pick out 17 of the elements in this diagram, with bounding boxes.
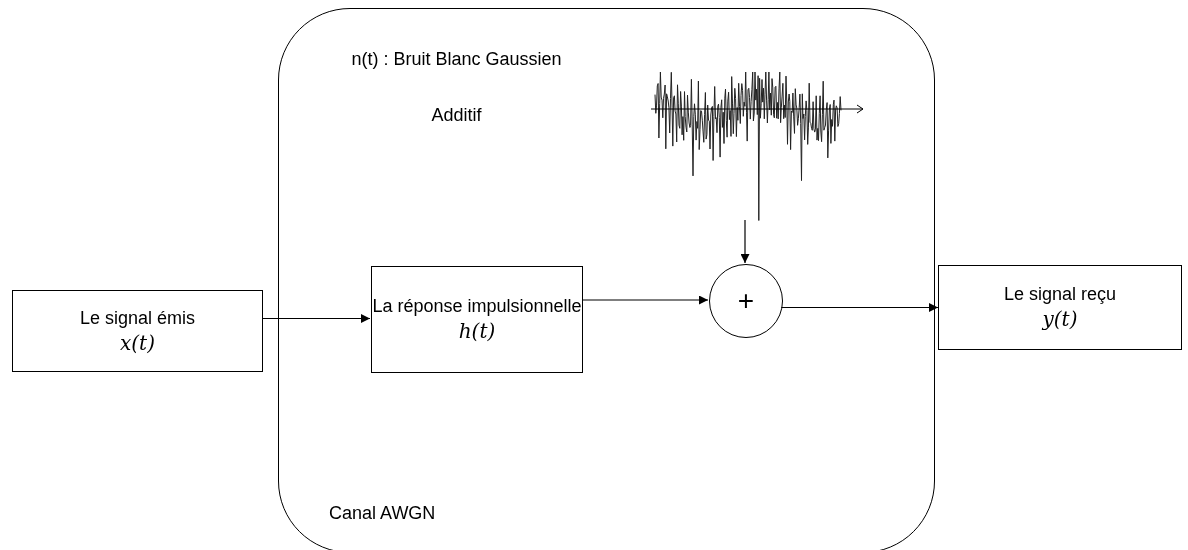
arrow: [262, 314, 371, 323]
arrow: [581, 295, 709, 305]
box-label: Le signal reçu: [1003, 284, 1117, 305]
noise-description: n(t) : Bruit Blanc Gaussien Additif: [350, 48, 563, 127]
box-label: La réponse impulsionnelle: [372, 296, 582, 317]
arrow: [780, 303, 939, 312]
arrow: [740, 219, 750, 264]
process-box: [12, 290, 263, 372]
channel-title: Canal AWGN: [329, 503, 436, 524]
process-box: [938, 265, 1182, 350]
math-expression: h(t): [458, 319, 496, 343]
process-box: [371, 266, 583, 373]
math-expression: y(t): [1042, 307, 1078, 331]
math-expression: x(t): [120, 330, 155, 355]
channel-block: [278, 8, 935, 550]
box-label: Le signal émis: [79, 307, 196, 329]
summing-junction-circle: +: [709, 264, 783, 338]
